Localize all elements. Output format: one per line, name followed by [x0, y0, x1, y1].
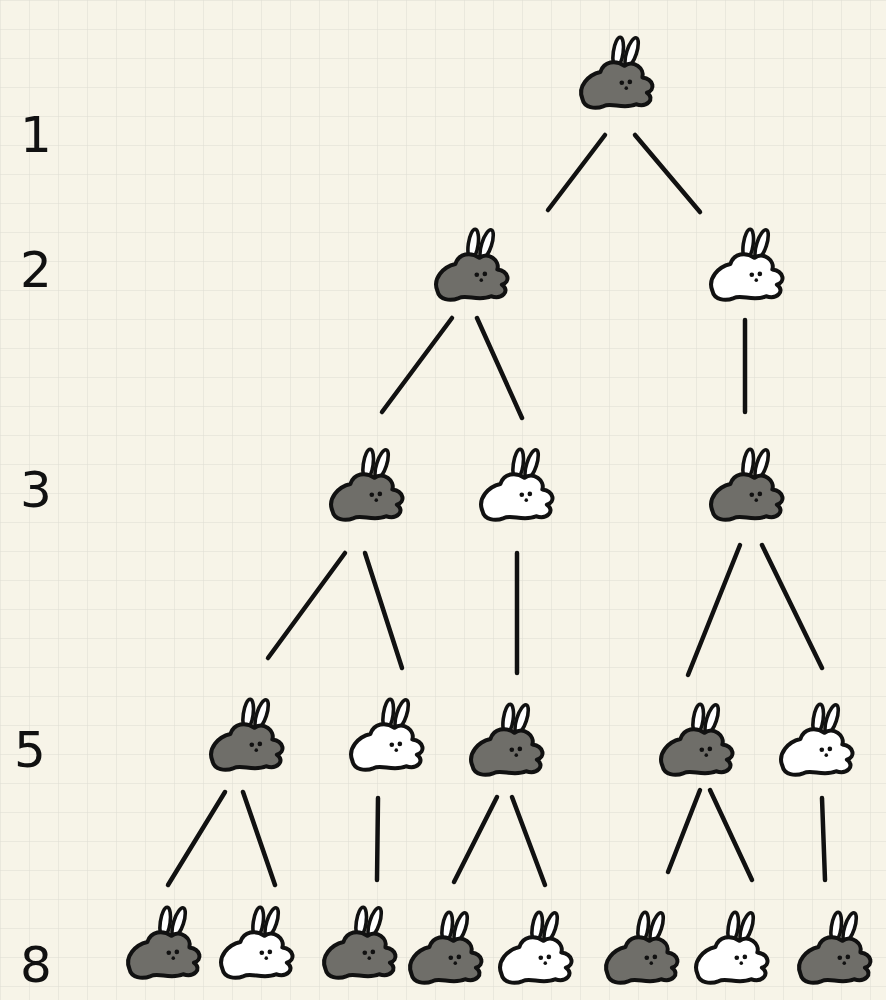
row-count-label: 1 [20, 110, 52, 160]
branch-line [822, 798, 825, 880]
branch-line [512, 797, 545, 885]
adult-rabbit [331, 448, 402, 519]
adult-rabbit [606, 911, 677, 982]
row-count-label: 8 [20, 940, 52, 990]
branch-line [743, 320, 748, 412]
baby-rabbit [500, 911, 571, 982]
adult-rabbit [128, 906, 199, 977]
baby-rabbit [481, 448, 552, 519]
row-count-label: 3 [20, 465, 52, 515]
branch-line [762, 545, 822, 668]
adult-rabbit [581, 36, 652, 107]
baby-rabbit [696, 911, 767, 982]
row-count-label: 2 [20, 245, 52, 295]
baby-rabbit [221, 906, 292, 977]
adult-rabbit [711, 448, 782, 519]
adult-rabbit [410, 911, 481, 982]
branch-line [377, 798, 378, 880]
branch-line [268, 553, 345, 658]
branch-line [668, 790, 700, 872]
adult-rabbit [799, 911, 870, 982]
adult-rabbit [436, 228, 507, 299]
branch-line [168, 792, 225, 885]
adult-rabbit [471, 703, 542, 774]
branch-line [382, 318, 452, 412]
branch-line [243, 792, 275, 885]
baby-rabbit [711, 228, 782, 299]
branch-line [548, 135, 605, 210]
branch-line [710, 790, 752, 880]
row-count-label: 5 [14, 725, 46, 775]
branch-line [365, 553, 402, 668]
adult-rabbit [211, 698, 282, 769]
branch-line [688, 545, 740, 675]
branch-line [515, 553, 520, 673]
baby-rabbit [781, 703, 852, 774]
branch-line [477, 318, 522, 418]
branch-line [635, 135, 700, 212]
adult-rabbit [661, 703, 732, 774]
branch-line [454, 797, 497, 882]
baby-rabbit [351, 698, 422, 769]
adult-rabbit [324, 906, 395, 977]
